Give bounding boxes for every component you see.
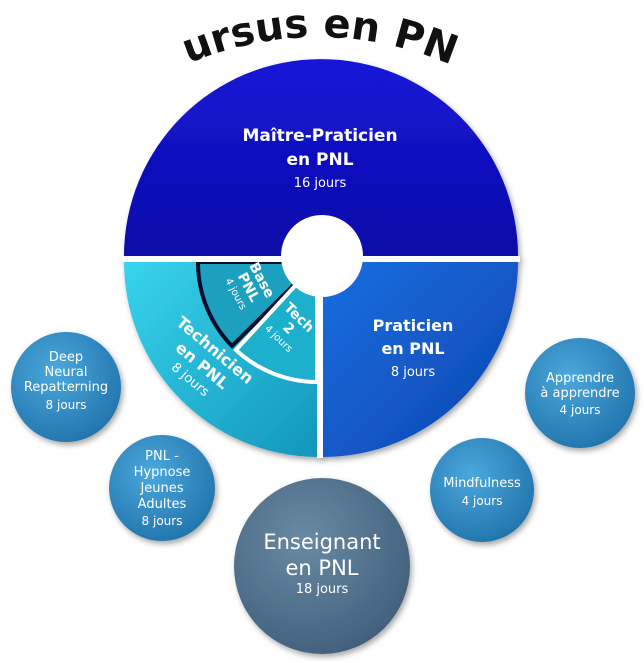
bubble-mindfulness[interactable]: Mindfulness 4 jours	[430, 438, 534, 542]
diagram-title: Cursus en PNL	[0, 0, 464, 74]
hypnose-line3: Jeunes	[139, 481, 183, 496]
apprendre-line2: à apprendre	[540, 386, 619, 401]
maitre-days: 16 jours	[294, 176, 347, 191]
praticien-days: 8 jours	[391, 365, 436, 380]
apprendre-days: 4 jours	[560, 403, 601, 417]
hypnose-line4: Adultes	[138, 497, 187, 512]
deep-days: 8 jours	[46, 398, 87, 412]
praticien-title-line2: en PNL	[381, 339, 444, 358]
bubble-deep-neural[interactable]: Deep Neural Repatterning 8 jours	[11, 332, 121, 442]
enseignant-days: 18 jours	[296, 582, 349, 597]
bubble-hypnose[interactable]: PNL - Hypnose Jeunes Adultes 8 jours	[109, 435, 215, 541]
hypnose-line1: PNL -	[145, 449, 179, 464]
enseignant-line1: Enseignant	[263, 530, 380, 554]
mindfulness-line1: Mindfulness	[443, 476, 521, 491]
deep-line1: Deep	[49, 350, 83, 365]
segment-base-pnl[interactable]	[195, 260, 322, 349]
wheel-center	[281, 215, 363, 297]
praticien-title-line1: Praticien	[373, 316, 454, 335]
maitre-title-line1: Maître-Praticien	[242, 126, 397, 146]
hypnose-line2: Hypnose	[134, 465, 191, 480]
hypnose-days: 8 jours	[142, 514, 183, 528]
segment-praticien[interactable]	[323, 262, 518, 457]
deep-line2: Neural	[45, 365, 88, 380]
segment-maitre-praticien[interactable]	[124, 59, 518, 256]
deep-line3: Repatterning	[24, 380, 108, 395]
enseignant-line2: en PNL	[286, 556, 359, 580]
apprendre-line1: Apprendre	[546, 371, 614, 386]
bubble-apprendre[interactable]: Apprendre à apprendre 4 jours	[525, 338, 635, 448]
maitre-title-line2: en PNL	[286, 150, 353, 170]
pnl-wheel	[122, 59, 520, 458]
mindfulness-days: 4 jours	[462, 494, 503, 508]
segment-tech-2[interactable]	[233, 256, 319, 385]
bubble-enseignant[interactable]: Enseignant en PNL 18 jours	[234, 478, 410, 654]
